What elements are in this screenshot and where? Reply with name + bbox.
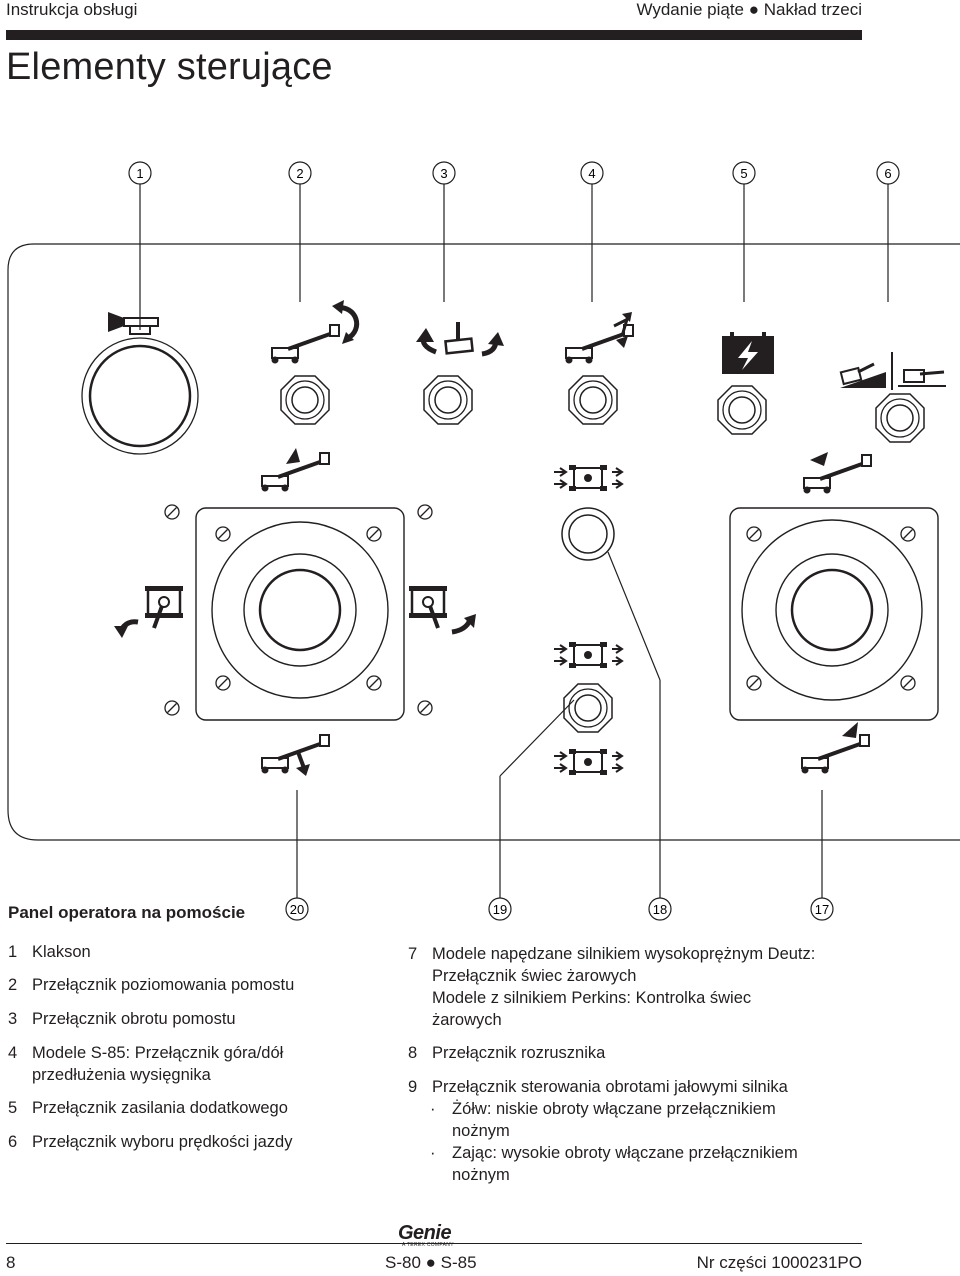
legend-item: 7 Modele napędzane silnikiem wysokoprężn… (408, 945, 816, 963)
turntable-rotate-left-icon (114, 586, 183, 638)
legend-item: 4 Modele S-85: Przełącznik góra/dół (8, 1044, 284, 1062)
glow-plug-button[interactable] (561, 507, 615, 561)
legend-item: 5 Przełącznik zasilania dodatkowego (8, 1099, 288, 1117)
boom-extension-icon (563, 312, 635, 366)
platform-level-switch[interactable] (280, 375, 330, 425)
left-joystick-lift-down-icon (259, 733, 331, 776)
drive-enable-icon-bottom (553, 748, 623, 776)
svg-text:18: 18 (653, 902, 667, 917)
platform-level-icon (269, 300, 360, 366)
legend-item: 2 Przełącznik poziomowania pomostu (8, 976, 295, 994)
left-joystick[interactable] (195, 507, 405, 721)
svg-text:19: 19 (493, 902, 507, 917)
callout-18: 18 (648, 680, 672, 921)
legend-item: 1 Klakson (8, 943, 91, 961)
boom-extension-switch[interactable] (568, 375, 618, 425)
operator-panel-diagram: 1 2 3 4 5 6 (7, 161, 960, 921)
footer-part-number: Nr części 1000231PO (696, 1253, 862, 1272)
right-joystick[interactable] (729, 507, 939, 721)
right-joystick-extend-icon (801, 452, 873, 496)
drive-speed-icon (839, 352, 946, 390)
legend-item: 6 Przełącznik wyboru prędkości jazdy (8, 1133, 293, 1151)
header-manual-title: Instrukcja obsługi (6, 0, 138, 19)
callout-20: 20 (285, 790, 309, 921)
legend-item: 3 Przełącznik obrotu pomostu (8, 1010, 236, 1028)
callout-2: 2 (288, 161, 312, 302)
svg-text:17: 17 (815, 902, 829, 917)
genie-logo-tagline: A TEREX COMPANY (402, 1242, 454, 1248)
drive-enable-icon-middle (553, 641, 623, 669)
drive-enable-icon-top (553, 464, 623, 492)
turntable-rotate-right-icon (409, 586, 476, 635)
legend-left: 1 Klakson 2 Przełącznik poziomowania pom… (8, 941, 478, 1161)
svg-text:5: 5 (740, 166, 747, 181)
left-joystick-lift-up-icon (259, 448, 331, 494)
starter-switch[interactable] (563, 683, 613, 733)
horn-icon (108, 312, 159, 335)
legend-item-continued: Modele z silnikiem Perkins: Kontrolka św… (432, 989, 752, 1007)
bullet-item: · Zając: wysokie obroty włączane przełąc… (430, 1144, 798, 1162)
bullet-item-continued: nożnym (452, 1122, 510, 1140)
auxiliary-power-switch[interactable] (717, 385, 767, 435)
callout-4: 4 (580, 161, 604, 302)
horn-button[interactable] (81, 337, 199, 455)
panel-outline (7, 243, 960, 841)
platform-rotate-switch[interactable] (423, 375, 473, 425)
callout-6: 6 (876, 161, 900, 302)
legend-item: 9 Przełącznik sterowania obrotami jałowy… (408, 1078, 788, 1096)
callout-3: 3 (432, 161, 456, 302)
bullet-item-continued: nożnym (452, 1166, 510, 1184)
legend-item-continued: żarowych (432, 1011, 502, 1029)
svg-text:20: 20 (290, 902, 304, 917)
legend-item: 8 Przełącznik rozrusznika (408, 1044, 606, 1062)
right-joystick-retract-icon (799, 722, 871, 776)
svg-text:6: 6 (884, 166, 891, 181)
platform-rotate-icon (416, 322, 504, 357)
footer-rule (6, 1243, 862, 1244)
page-title: Elementy sterujące (6, 46, 333, 88)
idle-speed-bullets: · Żółw: niskie obroty włączane przełączn… (426, 1098, 856, 1188)
legend-item-continued: Przełącznik świec żarowych (432, 967, 637, 985)
bullet-item: · Żółw: niskie obroty włączane przełączn… (430, 1100, 776, 1118)
genie-logo: Genie (398, 1222, 452, 1244)
footer-models: S-80 ● S-85 (385, 1253, 477, 1272)
legend-item-continued: przedłużenia wysięgnika (32, 1066, 211, 1084)
battery-icon (722, 332, 774, 374)
legend-right: 7 Modele napędzane silnikiem wysokoprężn… (408, 943, 878, 1193)
header-edition: Wydanie piąte ● Nakład trzeci (636, 0, 862, 19)
svg-text:3: 3 (440, 166, 447, 181)
callout-19: 19 (488, 699, 575, 921)
page-number: 8 (6, 1253, 16, 1272)
svg-text:4: 4 (588, 166, 595, 181)
drive-speed-switch[interactable] (875, 393, 925, 443)
callout-5: 5 (732, 161, 756, 302)
svg-text:1: 1 (136, 166, 143, 181)
svg-text:2: 2 (296, 166, 303, 181)
panel-caption: Panel operatora na pomoście (8, 903, 246, 922)
callout-17: 17 (810, 790, 834, 921)
header-rule (6, 30, 862, 40)
callout-1: 1 (128, 161, 152, 330)
